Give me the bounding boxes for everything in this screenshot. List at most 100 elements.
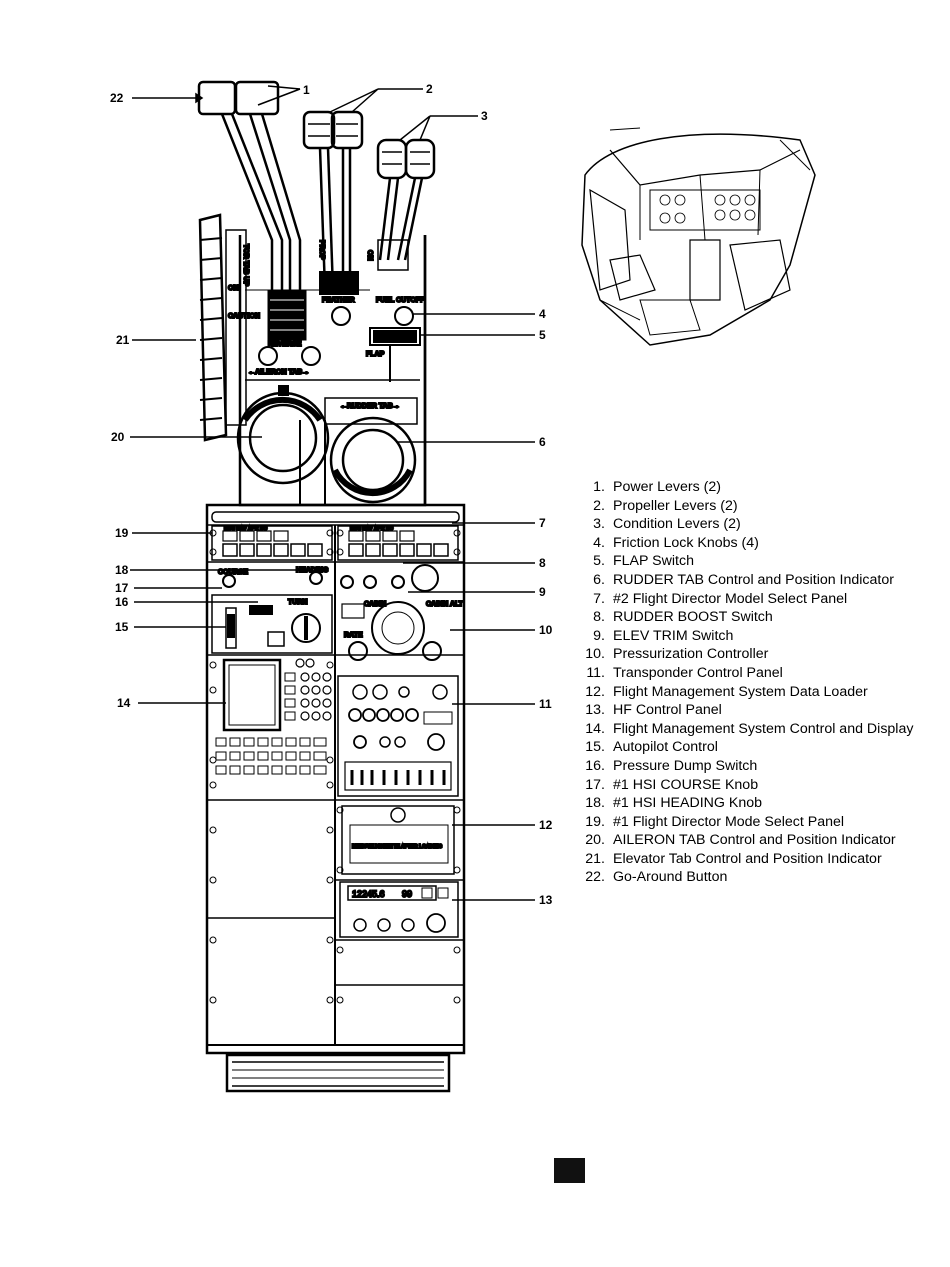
legend-item-number: 3. — [593, 516, 605, 533]
legend-item-number: 16. — [585, 757, 605, 774]
legend-item-text: RUDDER BOOST Switch — [613, 609, 773, 626]
callout-9: 9 — [539, 585, 546, 599]
legend-item: 19. #1 Flight Director Mode Select Panel — [572, 813, 948, 832]
rudder-boost-elev-trim[interactable] — [340, 564, 439, 592]
cabin-label: CABIN — [364, 601, 386, 608]
legend-item-number: 19. — [585, 813, 605, 830]
legend-item: 20.AILERON TAB Control and Position Indi… — [572, 831, 948, 850]
legend-item-text: Propeller Levers (2) — [613, 497, 738, 514]
legend-item-text: Autopilot Control — [613, 739, 718, 756]
legend-item-text: Flight Management System Data Loader — [613, 683, 868, 700]
elevator-tab-wheel[interactable] — [198, 213, 228, 442]
propeller-levers[interactable] — [302, 110, 364, 295]
pressurization-controller[interactable] — [341, 601, 442, 661]
legend-item: 6. RUDDER TAB Control and Position Indica… — [572, 571, 948, 590]
on-label: ON — [366, 250, 373, 261]
legend-item: 16. Pressure Dump Switch — [572, 757, 948, 776]
legend-item-number: 18. — [585, 795, 605, 812]
callout-19: 19 — [115, 526, 129, 540]
legend-item-text: Transponder Control Panel — [613, 664, 783, 681]
legend-item-text: Pressurization Controller — [613, 646, 769, 663]
fd-mode-select-panel-1[interactable] — [211, 525, 333, 561]
legend-item: 10. Pressurization Controller — [572, 645, 948, 664]
legend-item-number: 9. — [593, 627, 605, 644]
hsi-course-knob[interactable] — [222, 574, 236, 588]
fd-panel-1-label: HDG NAV APR BC — [224, 526, 267, 532]
legend-item-text: Power Levers (2) — [613, 479, 722, 495]
legend-item-text: Elevator Tab Control and Position Indica… — [613, 850, 882, 867]
legend-item-text: HF Control Panel — [613, 702, 722, 719]
legend-item-number: 20. — [585, 832, 605, 849]
legend-item: 21. Elevator Tab Control and Position Ind… — [572, 850, 948, 869]
legend-item: 2.Propeller Levers (2) — [572, 497, 948, 516]
fms-data-loader[interactable] — [341, 805, 455, 875]
page-marker — [554, 1158, 585, 1183]
heading-label: HEADING — [296, 567, 329, 574]
fms-control-display[interactable] — [215, 658, 332, 775]
pedestal-base — [225, 1053, 451, 1093]
legend-item-text: Condition Levers (2) — [613, 516, 741, 533]
legend-item-number: 4. — [593, 534, 605, 551]
callout-5: 5 — [539, 328, 546, 342]
hf-control-panel[interactable] — [339, 881, 459, 938]
autopilot-control[interactable] — [211, 594, 333, 654]
legend-item: 22.Go-Around Button — [572, 868, 948, 887]
aileron-tab-label: ←AILERON TAB→ — [248, 369, 309, 376]
callout-16: 16 — [115, 595, 129, 609]
flap-button-label: FLAP — [380, 335, 399, 342]
legend-item-text: FLAP Switch — [613, 553, 694, 570]
legend-item-number: 14. — [585, 720, 605, 737]
callout-12: 12 — [539, 818, 553, 832]
callout-6: 6 — [539, 435, 546, 449]
rudder-tab-knob[interactable] — [324, 397, 418, 504]
legend-item-number: 8. — [593, 609, 605, 626]
legend-list: 1. Power Levers (2) 2.Propeller Levers (2)… — [572, 478, 948, 887]
callout-14: 14 — [117, 696, 131, 710]
rudder-tab-label: ←RUDDER TAB→ — [340, 403, 400, 410]
legend-item: 5. FLAP Switch — [572, 552, 948, 571]
flap-switch[interactable] — [369, 327, 421, 382]
legend-item-number: 21. — [585, 850, 605, 867]
rate-label: RATE — [344, 632, 363, 639]
legend-item-number: 22. — [585, 869, 605, 886]
flap-label: FLAP — [366, 351, 385, 358]
cabin-alt-right-label: CABIN ALT — [426, 601, 464, 608]
callout-4: 4 — [539, 307, 546, 321]
legend-item-number: 12. — [585, 683, 605, 700]
caution-label: CAUTION — [228, 313, 260, 320]
hsi-heading-knob[interactable] — [309, 571, 323, 585]
aileron-tab-knob[interactable] — [236, 385, 330, 485]
callout-22: 22 — [110, 91, 124, 105]
on-short-label: ON — [228, 285, 239, 292]
callout-17: 17 — [115, 581, 129, 595]
legend-item-number: 5. — [593, 553, 605, 570]
legend-item-text: Pressure Dump Switch — [613, 757, 758, 774]
legend-item-text: Flight Management System Control and Dis… — [613, 720, 914, 737]
panel-screws — [209, 529, 461, 1004]
panel-labels: TOR TAB UP PROP ON ON CAUTION REVERSE FE… — [217, 239, 465, 900]
friction-lock-knobs[interactable] — [258, 306, 414, 366]
callout-1: 1 — [303, 83, 310, 97]
condition-levers[interactable] — [376, 138, 436, 271]
legend-item-text: RUDDER TAB Control and Position Indicato… — [613, 571, 894, 588]
legend-item-text: Friction Lock Knobs (4) — [613, 534, 759, 551]
legend-item: 1. Power Levers (2) — [572, 478, 948, 497]
legend-item: 14. Flight Management System Control and … — [572, 720, 948, 739]
legend-item-text: #1 Flight Director Mode Select Panel — [613, 813, 845, 830]
legend-item-number: 1. — [593, 479, 605, 495]
hf-channel-display: 99 — [402, 889, 412, 899]
leader-lines — [130, 85, 535, 901]
legend-item-text: #2 Flight Director Model Select Panel — [613, 590, 848, 607]
legend-item-number: 10. — [585, 646, 605, 663]
transponder-panel[interactable] — [337, 675, 459, 797]
callout-21: 21 — [116, 333, 130, 347]
fd-mode-select-panel-2[interactable] — [337, 525, 459, 561]
legend-item: 18.#1 HSI HEADING Knob — [572, 794, 948, 813]
fd-panel-2-label: HDG NAV APR BC — [350, 526, 393, 532]
legend-item-text: #1 HSI COURSE Knob — [613, 776, 759, 793]
callout-8: 8 — [539, 556, 546, 570]
cockpit-inset-illustration — [581, 127, 816, 346]
legend-item-number: 6. — [593, 571, 605, 588]
power-levers[interactable] — [197, 80, 307, 345]
